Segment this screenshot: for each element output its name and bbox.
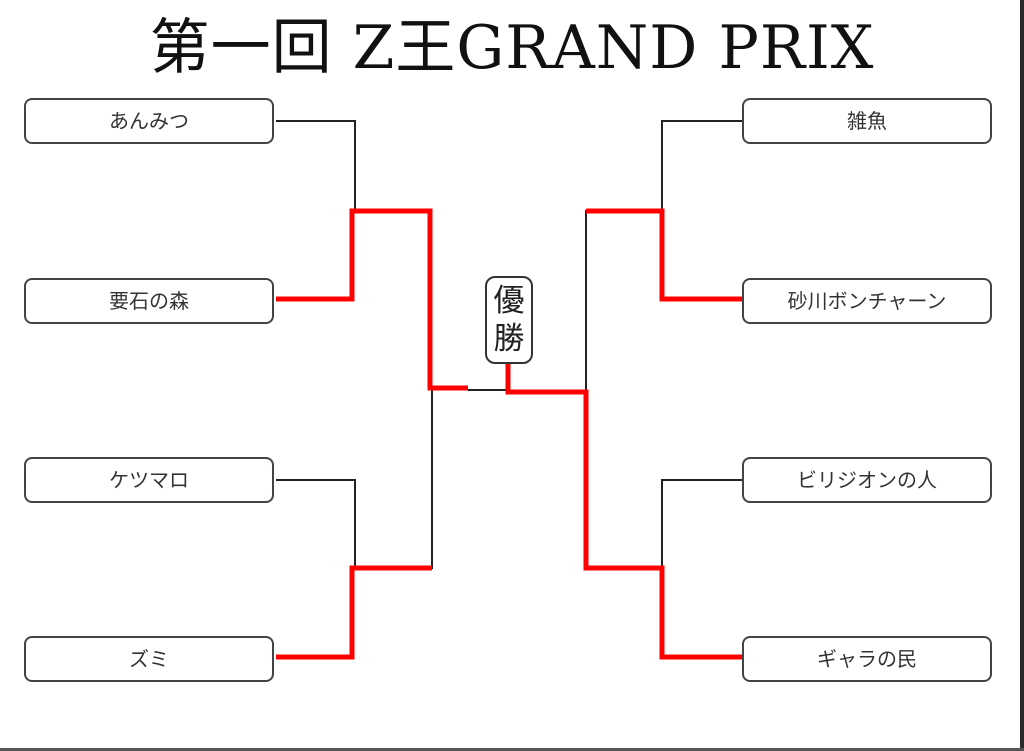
champion-box: 優勝 bbox=[485, 276, 533, 364]
player-left-4[interactable]: ズミ bbox=[24, 636, 274, 682]
bracket-line-right-1 bbox=[661, 120, 742, 211]
winner-path-right-top bbox=[586, 208, 742, 302]
player-left-1[interactable]: あんみつ bbox=[24, 98, 274, 144]
player-left-3[interactable]: ケツマロ bbox=[24, 457, 274, 503]
bracket-line-right-semi bbox=[585, 210, 662, 390]
tournament-title: 第一回 Z王GRAND PRIX bbox=[149, 13, 875, 83]
winner-path-left-bottom bbox=[276, 565, 432, 660]
frame-edge-right bbox=[1020, 0, 1024, 751]
frame-edge-bottom bbox=[0, 748, 1024, 751]
bracket-line-left-semi bbox=[355, 390, 433, 569]
winner-path-left-top bbox=[276, 208, 468, 391]
bracket-line-left-3 bbox=[276, 479, 356, 568]
player-right-3[interactable]: ビリジオンの人 bbox=[742, 457, 992, 503]
player-right-4[interactable]: ギャラの民 bbox=[742, 636, 992, 682]
player-left-2[interactable]: 要石の森 bbox=[24, 278, 274, 324]
champion-label: 優勝 bbox=[493, 283, 525, 357]
bracket-line-left-1 bbox=[276, 120, 356, 211]
bracket-line-right-3 bbox=[661, 479, 742, 568]
player-right-1[interactable]: 雑魚 bbox=[742, 98, 992, 144]
winner-path-right-bottom bbox=[505, 364, 742, 660]
player-right-2[interactable]: 砂川ボンチャーン bbox=[742, 278, 992, 324]
